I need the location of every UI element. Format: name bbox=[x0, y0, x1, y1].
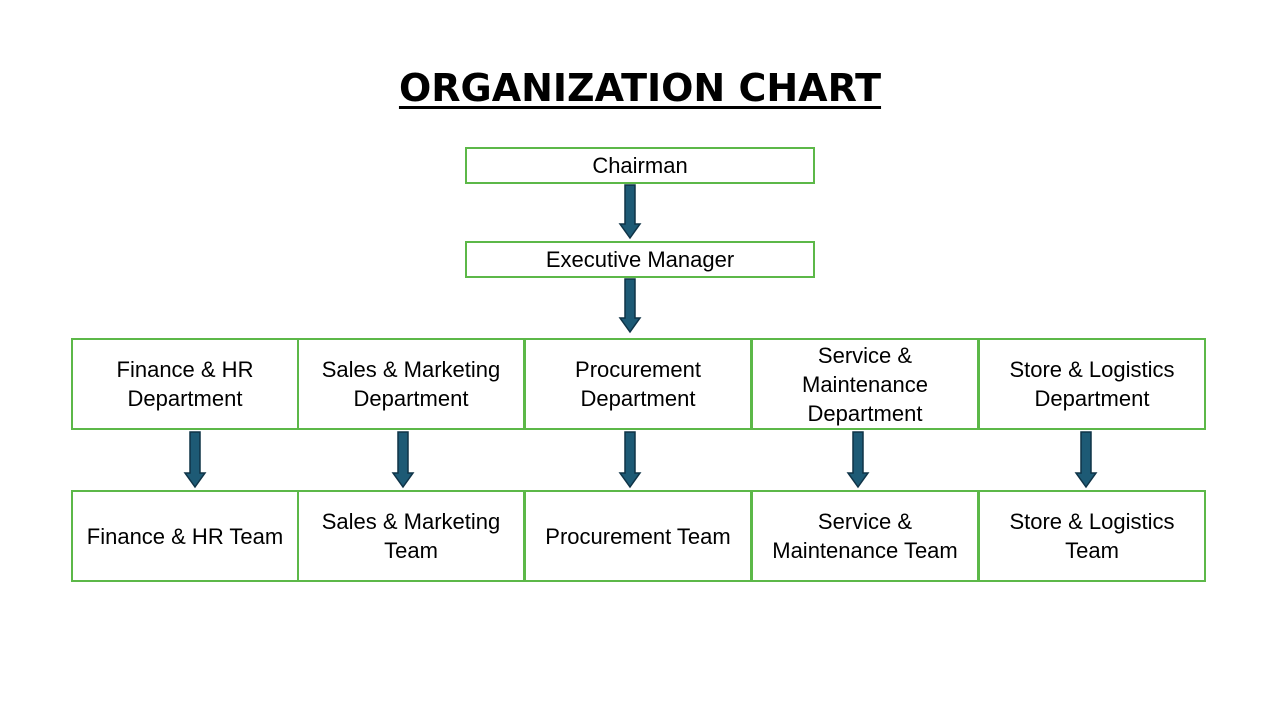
executive-manager-box: Executive Manager bbox=[465, 241, 815, 278]
department-box-procurement: Procurement Department bbox=[524, 338, 752, 430]
department-label: Finance & HR Department bbox=[116, 357, 254, 411]
chairman-label: Chairman bbox=[592, 153, 688, 178]
executive-manager-label: Executive Manager bbox=[545, 247, 735, 272]
department-box-service-maintenance: Service & Maintenance Department bbox=[751, 338, 979, 430]
team-box-service-maintenance: Service & Maintenance Team bbox=[751, 490, 979, 582]
team-box-sales-marketing: Sales & Marketing Team bbox=[297, 490, 525, 582]
department-label: Sales & Marketing Department bbox=[321, 357, 501, 411]
department-box-store-logistics: Store & Logistics Department bbox=[978, 338, 1206, 430]
team-label: Sales & Marketing Team bbox=[321, 509, 501, 563]
chairman-box: Chairman bbox=[465, 147, 815, 184]
arrow-down-icon bbox=[1074, 431, 1098, 489]
team-label: Service & Maintenance Team bbox=[772, 509, 958, 563]
arrow-down-icon bbox=[618, 431, 642, 489]
department-row: Finance & HR Department Sales & Marketin… bbox=[71, 338, 1206, 430]
arrow-down-icon bbox=[846, 431, 870, 489]
department-label: Procurement Department bbox=[575, 357, 701, 411]
arrow-down-icon bbox=[183, 431, 207, 489]
team-label: Procurement Team bbox=[545, 523, 731, 549]
team-label: Finance & HR Team bbox=[86, 523, 284, 549]
team-row: Finance & HR Team Sales & Marketing Team… bbox=[71, 490, 1206, 582]
arrow-down-icon bbox=[391, 431, 415, 489]
department-label: Service & Maintenance Department bbox=[802, 342, 928, 426]
department-box-sales-marketing: Sales & Marketing Department bbox=[297, 338, 525, 430]
team-label: Store & Logistics Team bbox=[1009, 509, 1175, 563]
team-box-procurement: Procurement Team bbox=[524, 490, 752, 582]
department-box-finance-hr: Finance & HR Department bbox=[71, 338, 299, 430]
department-label: Store & Logistics Department bbox=[1009, 357, 1175, 411]
arrow-down-icon bbox=[618, 278, 642, 334]
team-box-store-logistics: Store & Logistics Team bbox=[978, 490, 1206, 582]
page-title: ORGANIZATION CHART bbox=[398, 66, 882, 110]
arrow-down-icon bbox=[618, 184, 642, 240]
team-box-finance-hr: Finance & HR Team bbox=[71, 490, 299, 582]
